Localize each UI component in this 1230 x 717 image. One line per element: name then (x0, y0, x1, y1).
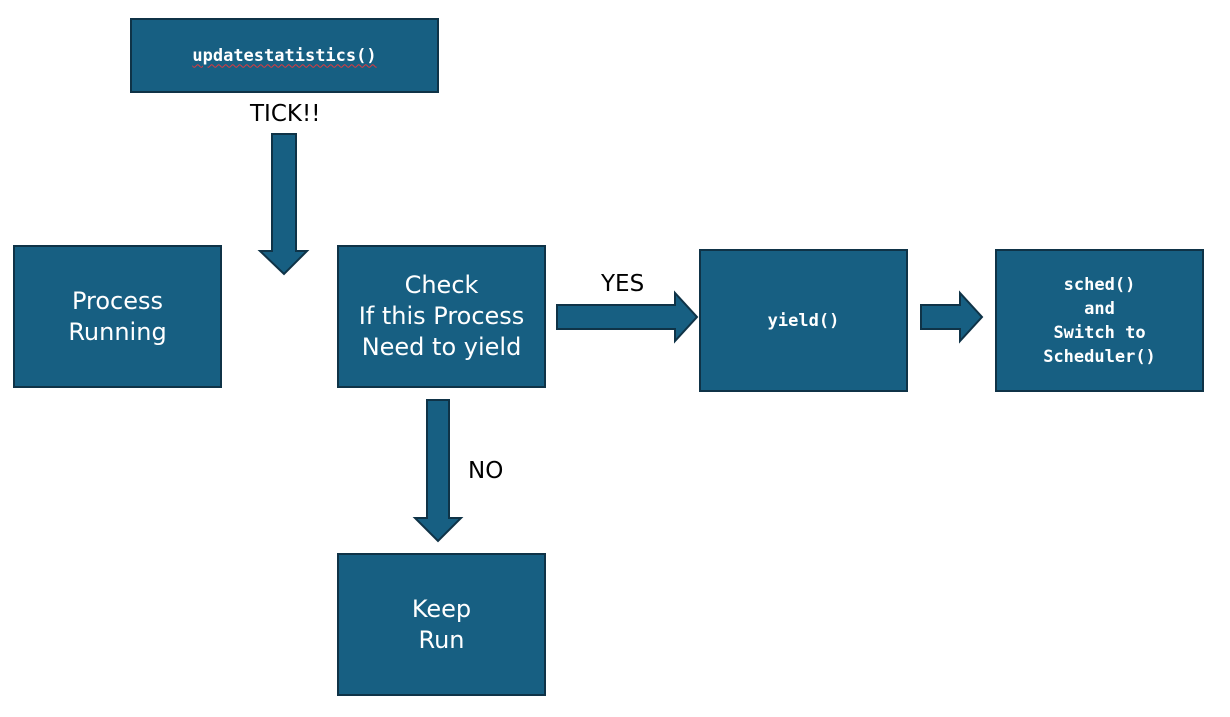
tick-down-arrow (257, 133, 310, 276)
to-sched-right-arrow (920, 290, 984, 344)
update-statistics-text: updatestatistics() (192, 45, 377, 66)
update-statistics-box: updatestatistics() (130, 18, 439, 93)
process-running-text: Process Running (68, 286, 167, 346)
yes-label: YES (601, 271, 645, 297)
no-down-arrow (412, 399, 464, 543)
sched-switch-text: sched() and Switch to Scheduler() (1043, 274, 1156, 367)
sched-switch-box: sched() and Switch to Scheduler() (995, 249, 1204, 392)
keep-run-text: Keep Run (411, 594, 472, 654)
yield-call-box: yield() (699, 249, 908, 392)
tick-label: TICK!! (250, 101, 321, 127)
yes-right-arrow (556, 290, 699, 344)
yield-call-text: yield() (767, 310, 840, 331)
process-running-box: Process Running (13, 245, 222, 388)
check-yield-box: Check If this Process Need to yield (337, 245, 546, 388)
keep-run-box: Keep Run (337, 553, 546, 696)
check-yield-text: Check If this Process Need to yield (358, 271, 525, 361)
no-label: NO (468, 458, 504, 484)
